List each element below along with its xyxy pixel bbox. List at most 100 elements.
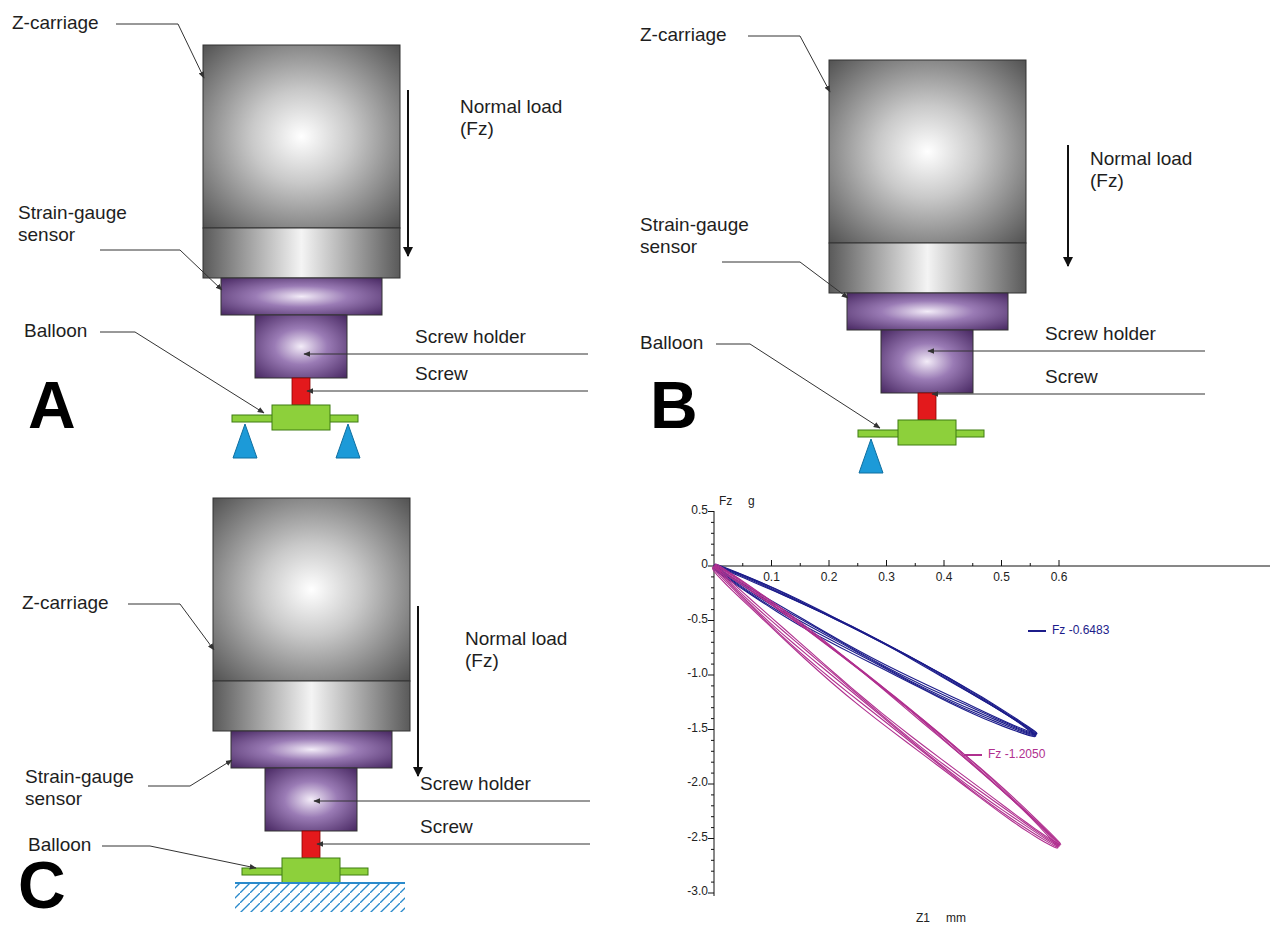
- axis-label: 0.4: [928, 571, 960, 585]
- rig-a: [203, 45, 400, 458]
- support: [859, 439, 883, 473]
- tick: [771, 560, 772, 566]
- axis-label: 0.2: [813, 571, 845, 585]
- hysteresis-loop: [714, 566, 1059, 846]
- tick: [711, 609, 714, 610]
- axis-label: 0: [668, 558, 708, 572]
- part-label: Screw holder: [415, 326, 526, 348]
- part-label: Screw: [415, 363, 468, 385]
- tick: [711, 740, 714, 741]
- tick: [1001, 560, 1002, 566]
- tick: [708, 511, 714, 512]
- part-label: Normal load (Fz): [465, 628, 590, 672]
- part-label: Z-carriage: [640, 24, 727, 46]
- tick: [711, 860, 714, 861]
- tick: [711, 587, 714, 588]
- tick: [711, 871, 714, 872]
- tick: [711, 718, 714, 719]
- tick: [857, 563, 858, 566]
- part-label: Balloon: [640, 332, 703, 354]
- axis-label: 0.6: [1043, 571, 1075, 585]
- axis-label: -2.0: [668, 776, 708, 790]
- tick: [800, 563, 801, 566]
- rig-c: [213, 498, 410, 912]
- part-label: Screw: [420, 816, 473, 838]
- tick: [711, 631, 714, 632]
- axis-label: -2.5: [668, 831, 708, 845]
- tick: [886, 560, 887, 566]
- legend-entry: Fz -0.6483: [1028, 624, 1109, 638]
- tick: [711, 882, 714, 883]
- tick: [708, 784, 714, 785]
- part-label: Screw: [1045, 366, 1098, 388]
- tick: [829, 560, 830, 566]
- axis-label: mm: [946, 912, 966, 926]
- rig-b: [829, 60, 1026, 473]
- axis-label: 0.3: [871, 571, 903, 585]
- tick: [944, 560, 945, 566]
- tick: [708, 729, 714, 730]
- load-arrow: [1067, 145, 1069, 266]
- tick: [711, 816, 714, 817]
- tick: [711, 696, 714, 697]
- hysteresis-loop: [716, 564, 1061, 844]
- tick: [711, 653, 714, 654]
- tick: [711, 849, 714, 850]
- axis-label: -0.5: [668, 613, 708, 627]
- leaders-a: [100, 24, 588, 413]
- tick: [972, 563, 973, 566]
- tick: [711, 685, 714, 686]
- hysteresis-loop: [713, 567, 1035, 736]
- hysteresis-loop: [712, 568, 1057, 848]
- legend-text: Fz -1.2050: [988, 747, 1045, 761]
- legend-line: [964, 754, 982, 756]
- axis-label: 0.5: [668, 504, 708, 518]
- legend-text: Fz -0.6483: [1052, 623, 1109, 637]
- tick: [742, 563, 743, 566]
- load-arrow: [417, 606, 419, 776]
- part-label: Balloon: [24, 320, 87, 342]
- tick: [711, 707, 714, 708]
- tick: [708, 620, 714, 621]
- axis-label: 0.1: [756, 571, 788, 585]
- chart: [708, 511, 1270, 896]
- hysteresis-loop: [715, 565, 1060, 845]
- tick: [711, 664, 714, 665]
- tick: [708, 675, 714, 676]
- tick: [711, 751, 714, 752]
- support: [336, 424, 360, 458]
- tick: [711, 773, 714, 774]
- axis-label: 0.5: [986, 571, 1018, 585]
- axis-label: -1.0: [668, 667, 708, 681]
- part-label: Z-carriage: [22, 592, 109, 614]
- axis-label: Fz: [719, 495, 732, 509]
- legend-line: [1028, 630, 1046, 632]
- tick: [711, 794, 714, 795]
- tick: [915, 563, 916, 566]
- tick: [708, 893, 714, 894]
- axis-label: g: [748, 495, 755, 509]
- tick: [711, 576, 714, 577]
- axis-label: -1.5: [668, 722, 708, 736]
- legend-entry: Fz -1.2050: [964, 748, 1045, 762]
- tick: [711, 533, 714, 534]
- tick: [711, 598, 714, 599]
- part-label: Normal load (Fz): [1090, 148, 1215, 192]
- axis-label: -3.0: [668, 885, 708, 899]
- axis-label: Z1: [916, 912, 930, 926]
- tick: [711, 805, 714, 806]
- support: [233, 424, 257, 458]
- ground-hatch: [235, 884, 405, 912]
- part-label: Screw holder: [1045, 323, 1156, 345]
- tick: [711, 555, 714, 556]
- panel-letter: A: [28, 372, 76, 438]
- x-axis: [714, 566, 1270, 567]
- leaders-b: [716, 36, 1205, 428]
- tick: [711, 544, 714, 545]
- tick: [708, 838, 714, 839]
- part-label: Strain-gauge sensor: [25, 766, 165, 810]
- hysteresis-loop: [713, 567, 1058, 847]
- tick: [711, 522, 714, 523]
- tick: [711, 762, 714, 763]
